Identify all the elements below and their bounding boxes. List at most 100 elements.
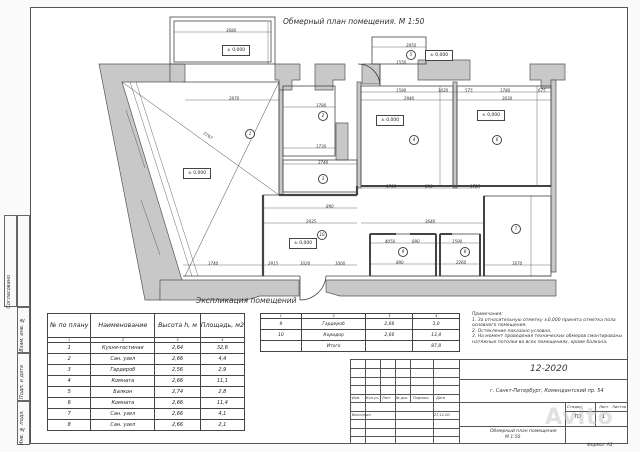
col-header: Подпись xyxy=(413,396,429,400)
side-stamp-cell xyxy=(4,215,17,307)
watermark: Avito xyxy=(545,405,614,430)
address: г. Санкт-Петербург, Комендантский пр. 54 xyxy=(490,388,604,394)
project-code: 12-2020 xyxy=(530,364,568,374)
side-stamp-cell xyxy=(17,401,30,445)
title-block: Изм. Кол.уч. Лист № док. Подпись Дата Вы… xyxy=(350,359,627,444)
sheet-scale: М 1:50 xyxy=(505,435,521,440)
col-header: Наименование xyxy=(90,313,156,338)
room-number: 3 xyxy=(318,174,328,184)
dimension-label: 1670 xyxy=(512,261,523,266)
cell: Гардероб xyxy=(300,318,367,330)
cell: 4,1 xyxy=(199,408,246,420)
cell: 8 xyxy=(46,419,92,431)
side-stamp-cell xyxy=(17,353,30,401)
cell: 2,66 xyxy=(154,408,201,420)
date: 27.12.20 xyxy=(434,413,450,417)
col-header: Дата xyxy=(436,396,446,400)
dimension-label: 1740 xyxy=(208,261,219,266)
plan-title: Обмерный план помещения. М 1:50 xyxy=(283,17,425,26)
cell: 2,66 xyxy=(154,419,201,431)
dimension-label: 2850 xyxy=(406,43,417,48)
cell: 87,8 xyxy=(412,340,460,352)
dimension-label: 890 xyxy=(425,184,433,189)
dimension-label: 1780 xyxy=(500,88,511,93)
cell: 2,56 xyxy=(154,364,201,376)
col-header: Лист xyxy=(382,396,391,400)
cell: 9 xyxy=(260,318,302,330)
sheet-title: Обмерный план помещения xyxy=(490,429,557,434)
format-label: Формат А3 xyxy=(587,443,613,448)
exterior-wall-left xyxy=(98,63,186,301)
stage-header: Стадия xyxy=(567,404,582,409)
dimension-label: 1730 xyxy=(316,144,327,149)
cell: 32,6 xyxy=(199,342,246,354)
dimension-label: 2935 xyxy=(306,219,317,224)
cell: 2 xyxy=(46,353,92,365)
room-number: 10 xyxy=(317,230,327,240)
cell: Гардероб xyxy=(90,364,156,376)
dimension-label: 2915 xyxy=(268,261,279,266)
note-item: 1. За относительную отметку ±0,000 приня… xyxy=(472,317,616,329)
dimension-label: 1780 xyxy=(316,103,327,108)
dimension-label: 3030 xyxy=(502,96,513,101)
dimension-label: 1550 xyxy=(396,60,407,65)
level-mark: ± 0,000 xyxy=(222,45,251,56)
dimension-label: 1000 xyxy=(335,261,346,266)
dimension-label: 3640 xyxy=(425,219,436,224)
cell: Комната xyxy=(90,397,156,409)
room-number: 8 xyxy=(460,247,470,257)
side-stamp: Согласовано Взам. инв. № Подп. и дата Ин… xyxy=(4,215,30,445)
cell: 5 xyxy=(46,386,92,398)
explication-table: № по плану Наименование Высота h, м Площ… xyxy=(46,313,246,431)
room-number: 6 xyxy=(492,135,502,145)
dimension-label: 1020 xyxy=(300,261,311,266)
cell: 1 xyxy=(46,342,92,354)
cell: 2,66 xyxy=(154,375,201,387)
room-number: 4 xyxy=(409,135,419,145)
cell: Сан. узел xyxy=(90,419,156,431)
room-number: 1 xyxy=(245,129,255,139)
cell: 4,4 xyxy=(199,353,246,365)
cell: 11,4 xyxy=(199,397,246,409)
level-mark: ± 0,000 xyxy=(425,50,454,61)
level-mark: ± 0,000 xyxy=(183,168,212,179)
dimension-label: 890 xyxy=(412,239,420,244)
cell xyxy=(365,340,414,352)
cell: 2,9 xyxy=(199,364,246,376)
dimension-label: 890 xyxy=(326,204,334,209)
cell: 10 xyxy=(260,329,302,341)
room-number: 7 xyxy=(511,224,521,234)
level-mark: ± 0,000 xyxy=(477,110,506,121)
dimension-label: 575 xyxy=(465,88,473,93)
dimension-label: 2870 xyxy=(229,96,240,101)
explication-title: Экспликация помещений xyxy=(196,296,297,305)
level-mark: ± 0,000 xyxy=(289,238,318,249)
sheet-value: 1 xyxy=(602,414,606,420)
dimension-label: 1590 xyxy=(452,239,463,244)
stage-value: ТО xyxy=(574,414,581,420)
side-stamp-cell xyxy=(17,307,30,353)
cell: 3 xyxy=(46,364,92,376)
cell xyxy=(260,340,302,352)
cell: 13,4 xyxy=(412,329,460,341)
sheet-header: Лист xyxy=(599,404,609,409)
note-item: 3. На момент проведения технических обме… xyxy=(472,334,623,345)
notes: Примечания: 1. За относительную отметку … xyxy=(472,312,632,345)
cell: Итого xyxy=(300,340,367,352)
total-row: Итого 87,8 xyxy=(260,340,460,352)
cell: 6 xyxy=(46,397,92,409)
col-header: Высота h, м xyxy=(154,313,201,338)
cell: 2,66 xyxy=(365,318,414,330)
cell: 2,66 xyxy=(154,397,201,409)
performed-label: Выполнил xyxy=(352,413,371,417)
level-mark: ± 0,000 xyxy=(376,115,405,126)
col-header: Площадь, м2 xyxy=(199,313,246,338)
cell: Сан. узел xyxy=(90,408,156,420)
